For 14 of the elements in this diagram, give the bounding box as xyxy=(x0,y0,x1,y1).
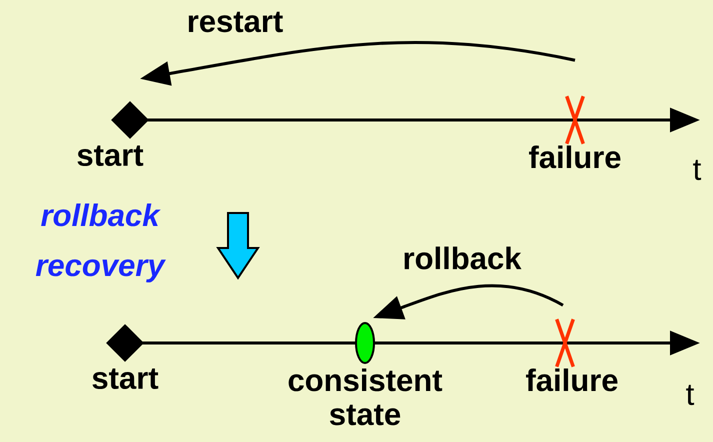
failure-cross xyxy=(565,94,585,146)
node-caption: failure xyxy=(526,368,618,392)
node-caption: start xyxy=(78,146,144,166)
diamond-marker xyxy=(106,324,144,362)
node-caption: consistent state xyxy=(288,368,442,426)
failure-cross xyxy=(555,318,575,368)
node-caption: failure xyxy=(529,146,620,168)
note-text: rollback recovery xyxy=(36,204,166,282)
edge-label: rollback xyxy=(404,246,522,270)
edge-label: restart xyxy=(188,12,283,32)
axis-label: t xyxy=(686,384,694,406)
axis-label: t xyxy=(693,160,702,180)
node-caption: start xyxy=(92,368,158,390)
diamond-marker xyxy=(111,101,149,139)
